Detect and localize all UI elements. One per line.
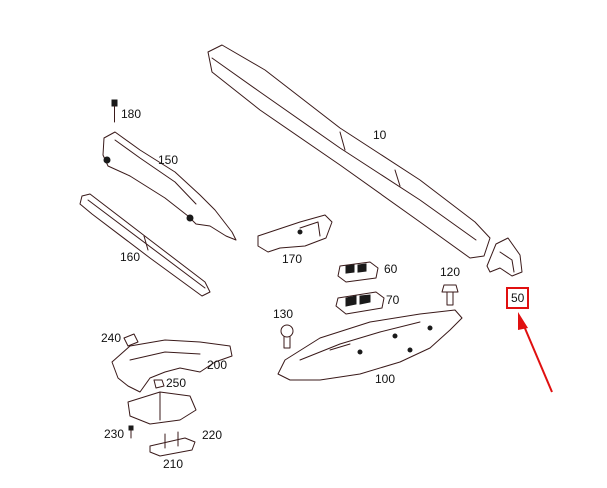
part-230-screw bbox=[128, 425, 134, 439]
part-10-beam bbox=[207, 44, 491, 259]
part-250-nut bbox=[153, 379, 165, 389]
label-160: 160 bbox=[120, 250, 141, 264]
label-240: 240 bbox=[101, 331, 122, 345]
label-50-highlighted: 50 bbox=[506, 287, 530, 309]
label-150: 150 bbox=[158, 153, 179, 167]
label-130: 130 bbox=[273, 307, 294, 321]
label-200: 200 bbox=[207, 358, 228, 372]
label-60: 60 bbox=[384, 262, 398, 276]
label-100: 100 bbox=[375, 372, 396, 386]
label-180: 180 bbox=[121, 107, 142, 121]
part-160-strip bbox=[79, 193, 211, 297]
part-240-clip bbox=[123, 333, 139, 347]
part-220-mount bbox=[127, 391, 197, 425]
part-120-bolt bbox=[441, 284, 459, 306]
part-170-clamp bbox=[257, 214, 333, 253]
part-130-bolt bbox=[280, 324, 294, 349]
label-120: 120 bbox=[440, 265, 461, 279]
label-170: 170 bbox=[282, 252, 303, 266]
label-210: 210 bbox=[163, 457, 184, 471]
part-210-clamp bbox=[149, 431, 196, 457]
part-50-bracket bbox=[486, 237, 523, 277]
label-10: 10 bbox=[373, 128, 387, 142]
label-70: 70 bbox=[386, 293, 400, 307]
highlight-arrow bbox=[518, 312, 553, 393]
part-70-pad bbox=[335, 291, 385, 315]
part-60-pad bbox=[337, 261, 379, 283]
label-250: 250 bbox=[166, 376, 187, 390]
label-220: 220 bbox=[202, 428, 223, 442]
part-100-plate bbox=[277, 309, 463, 381]
part-150-arm bbox=[102, 131, 237, 241]
part-200-bracket bbox=[111, 339, 233, 393]
label-230: 230 bbox=[104, 427, 125, 441]
part-180-screw bbox=[111, 99, 118, 123]
